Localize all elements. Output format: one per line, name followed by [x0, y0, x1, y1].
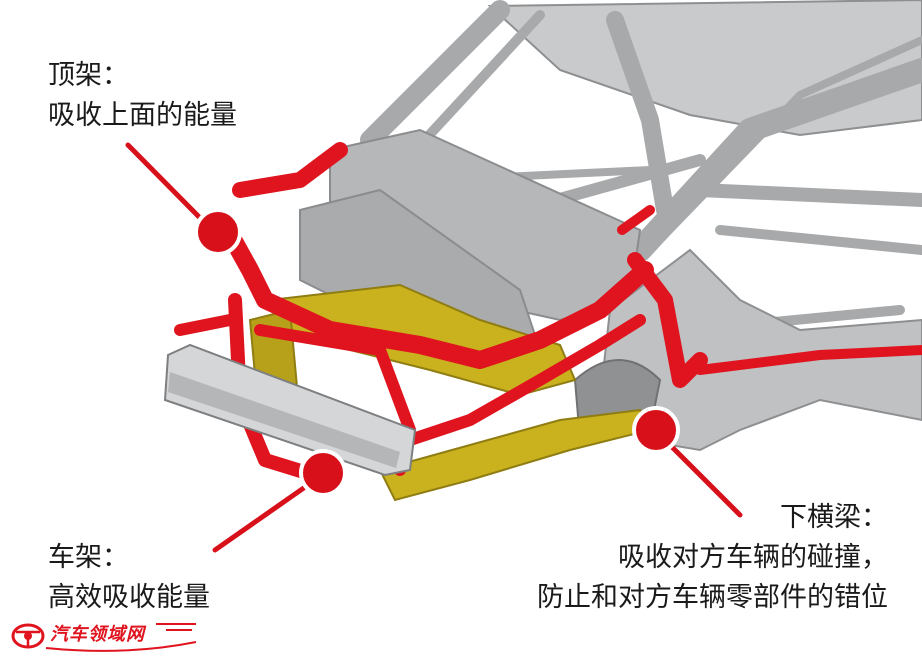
callout-top-frame-title: 顶架：: [48, 60, 129, 91]
callout-main-frame: 车架： 高效吸收能量: [48, 538, 210, 618]
callout-cross-member: 下横梁： 吸收对方车辆的碰撞， 防止和对方车辆零部件的错位: [537, 498, 888, 618]
leader-line-top: [125, 142, 211, 229]
callout-top-frame: 顶架： 吸收上面的能量: [48, 56, 237, 136]
leader-lines: [125, 142, 743, 553]
callout-cross-member-line-1: 吸收对方车辆的碰撞，: [618, 542, 888, 573]
callout-main-frame-title: 车架：: [48, 542, 129, 573]
marker-cross-member: [632, 406, 680, 454]
callout-cross-member-line-2: 防止和对方车辆零部件的错位: [537, 582, 888, 613]
leader-line-frame: [212, 475, 321, 553]
steering-wheel-icon: [11, 623, 197, 652]
callout-top-frame-desc: 吸收上面的能量: [48, 100, 237, 131]
bumper-beam-face: [168, 372, 400, 468]
callout-main-frame-desc: 高效吸收能量: [48, 582, 210, 613]
callout-cross-member-title: 下横梁：: [780, 502, 888, 533]
leader-line-crossmember: [657, 432, 743, 518]
watermark-text: 汽车领域网: [50, 624, 145, 645]
marker-top-frame: [194, 208, 242, 256]
marker-main-frame: [299, 449, 347, 497]
watermark-logo: 汽车领域网: [6, 618, 202, 654]
